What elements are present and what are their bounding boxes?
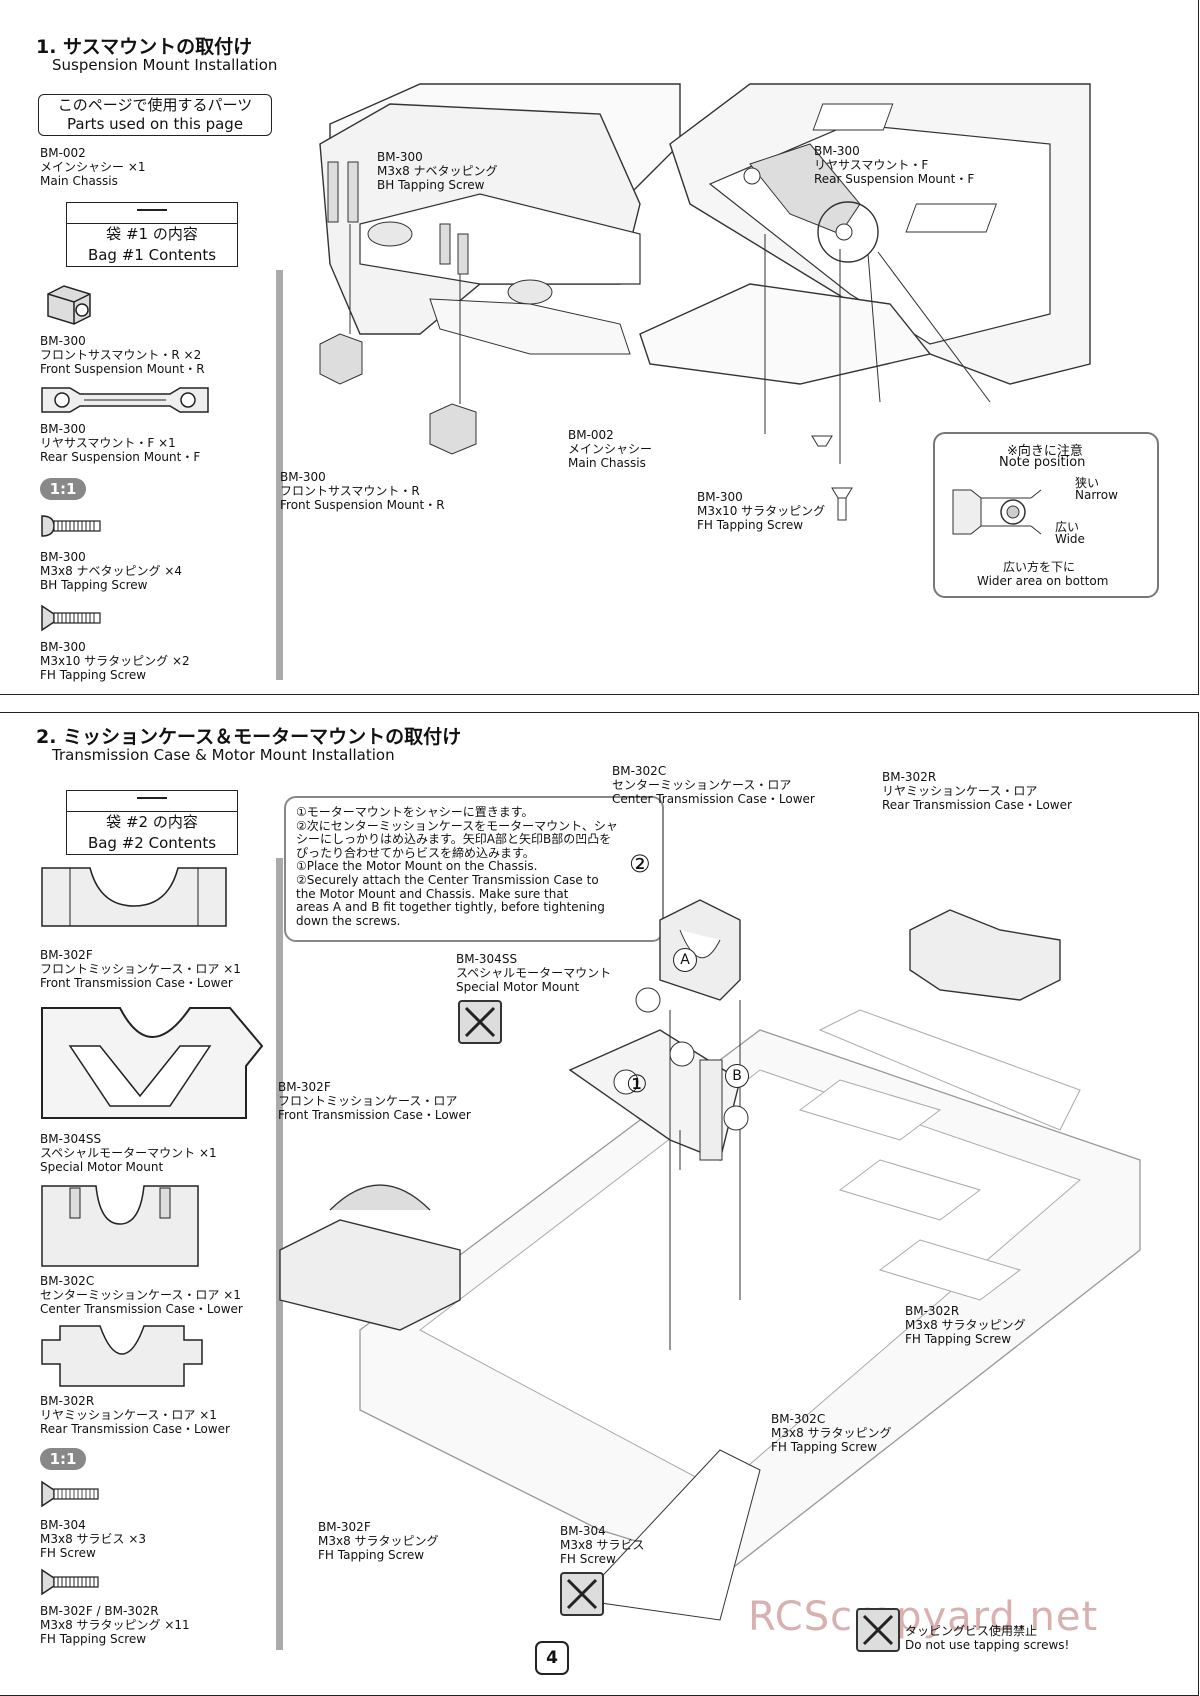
callout-fh-screw-304: BM-304 M3x8 サラビス FH Screw: [560, 1524, 645, 1566]
warning-text: タッピングビス使用禁止 Do not use tapping screws!: [905, 1624, 1070, 1652]
parts-used-en: Parts used on this page: [66, 115, 244, 133]
callout-center-case: BM-302C センターミッションケース・ロア Center Transmiss…: [612, 764, 815, 806]
callout-motor-mount: BM-304SS スペシャルモーターマウント Special Motor Mou…: [456, 952, 612, 994]
part-fh-tapping-screw-label: BM-302F / BM-302R M3x8 サラタッピング ×11 FH Ta…: [40, 1604, 190, 1646]
front-chassis-drawing: [319, 83, 681, 455]
bag1-bar: [67, 209, 237, 224]
marker-two: ②: [629, 850, 651, 878]
section2-title-jp: 2. ミッションケース＆モーターマウントの取付け: [36, 726, 462, 748]
callout-fh-screw: BM-300 M3x10 サラタッピング FH Tapping Screw: [697, 490, 826, 532]
callout-front-case: BM-302F フロントミッションケース・ロア Front Transmissi…: [278, 1080, 471, 1122]
part-center-case-label: BM-302C センターミッションケース・ロア ×1 Center Transm…: [40, 1274, 243, 1316]
rear-transmission-case-part: [41, 1325, 203, 1387]
main-chassis-label: BM-002 メインシャシー ×1 Main Chassis: [40, 146, 146, 188]
note-bottom-jp: 広い方を下に: [1003, 560, 1076, 574]
part-fh-screw-304-label: BM-304 M3x8 サラビス ×3 FH Screw: [40, 1518, 147, 1560]
center-transmission-case-part: [41, 1185, 199, 1267]
callout-main-chassis: BM-002 メインシャシー Main Chassis: [568, 428, 653, 470]
no-tapping-cross-1: [464, 1006, 496, 1038]
section1-side-rule: [276, 270, 283, 680]
section2-title-en: Transmission Case & Motor Mount Installa…: [52, 746, 395, 764]
part-rear-mount-label: BM-300 リヤサスマウント・F ×1 Rear Suspension Mou…: [40, 422, 201, 464]
section1-title-en: Suspension Mount Installation: [52, 56, 278, 74]
parts-used-box: このページで使用するパーツ Parts used on this page: [38, 94, 272, 136]
instruction-text: ①モーターマウントをシャシーに置きます。 ②次にセンターミッションケースをモータ…: [296, 805, 618, 928]
part-rear-case-label: BM-302R リヤミッションケース・ロア ×1 Rear Transmissi…: [40, 1394, 230, 1436]
no-tapping-icon-2: [560, 1572, 604, 1616]
section1-frame: [0, 0, 1199, 695]
no-tapping-icon-3: [856, 1608, 900, 1652]
callout-rear-screw: BM-302R M3x8 サラタッピング FH Tapping Screw: [905, 1304, 1026, 1346]
part-bh-screw-label: BM-300 M3x8 ナベタッピング ×4 BH Tapping Screw: [40, 550, 183, 592]
note-narrow-jp: 狭い: [1075, 476, 1100, 490]
parts-used-jp: このページで使用するパーツ: [57, 96, 253, 114]
bag2-en: Bag #2 Contents: [87, 834, 217, 852]
rear-suspension-mount-part: [41, 387, 209, 413]
fh-tapping-screw-icon-2: [41, 1568, 99, 1596]
callout-rear-case: BM-302R リヤミッションケース・ロア Rear Transmission …: [882, 770, 1072, 812]
bag2-jp: 袋 #2 の内容: [106, 813, 198, 831]
note-title-jp: ※向きに注意: [1007, 444, 1083, 459]
bag2-box: 袋 #2 の内容 Bag #2 Contents: [66, 790, 238, 855]
marker-b: B: [725, 1064, 749, 1088]
section1-title-jp: 1. サスマウントの取付け: [36, 36, 253, 58]
part-motor-mount-label: BM-304SS スペシャルモーターマウント ×1 Special Motor …: [40, 1132, 217, 1174]
fh-screw-drawn-1: [811, 435, 853, 521]
note-wide-jp: 広い: [1055, 520, 1080, 534]
callout-front-mount: BM-300 フロントサスマウント・R Front Suspension Mou…: [280, 470, 445, 512]
callout-rear-mount: BM-300 リヤサスマウント・F Rear Suspension Mount・…: [814, 144, 975, 186]
no-tapping-cross-2: [566, 1578, 598, 1610]
bh-screw-icon: [41, 515, 101, 537]
bag1-en: Bag #1 Contents: [87, 246, 217, 264]
note-wide-en: Wide: [1055, 532, 1085, 546]
front-transmission-case-part: [41, 867, 227, 927]
note-position-box: ※向きに注意 Note position 狭い Narrow 広い Wide 広…: [933, 432, 1159, 598]
callout-front-screw: BM-302F M3x8 サラタッピング FH Tapping Screw: [318, 1520, 439, 1562]
ratio-badge-1: 1:1: [40, 478, 86, 500]
callout-center-screw: BM-302C M3x8 サラタッピング FH Tapping Screw: [771, 1412, 892, 1454]
marker-a: A: [673, 948, 697, 972]
callout-bh-screw: BM-300 M3x8 ナベタッピング BH Tapping Screw: [377, 150, 498, 192]
watermark: RCScrapyard.net: [748, 1594, 1099, 1640]
note-narrow-en: Narrow: [1075, 488, 1118, 502]
marker-one: ①: [626, 1070, 648, 1098]
assembly-chassis-drawing: [279, 899, 1141, 1621]
motor-mount-part: [41, 1007, 264, 1119]
bag2-bar: [67, 797, 237, 812]
bag1-box: 袋 #1 の内容 Bag #1 Contents: [66, 202, 238, 267]
rear-chassis-drawing: [639, 83, 1091, 464]
note-mount-diagram: [952, 489, 1042, 535]
instruction-box: ①モーターマウントをシャシーに置きます。 ②次にセンターミッションケースをモータ…: [284, 796, 664, 942]
part-front-mount-label: BM-300 フロントサスマウント・R ×2 Front Suspension …: [40, 334, 205, 376]
no-tapping-icon-1: [458, 1000, 502, 1044]
bag1-jp: 袋 #1 の内容: [106, 225, 198, 243]
no-tapping-cross-3: [862, 1614, 894, 1646]
part-front-case-label: BM-302F フロントミッションケース・ロア ×1 Front Transmi…: [40, 948, 241, 990]
front-suspension-mount-part: [47, 285, 91, 325]
part-fh-screw-label: BM-300 M3x10 サラタッピング ×2 FH Tapping Screw: [40, 640, 190, 682]
note-bottom-en: Wider area on bottom: [977, 574, 1109, 588]
note-title-en: Note position: [999, 455, 1086, 470]
page-number: 4: [535, 1641, 569, 1675]
ratio-badge-2: 1:1: [40, 1448, 86, 1470]
fh-screw-icon: [41, 604, 101, 632]
fh-screw-icon-2: [41, 1480, 99, 1508]
